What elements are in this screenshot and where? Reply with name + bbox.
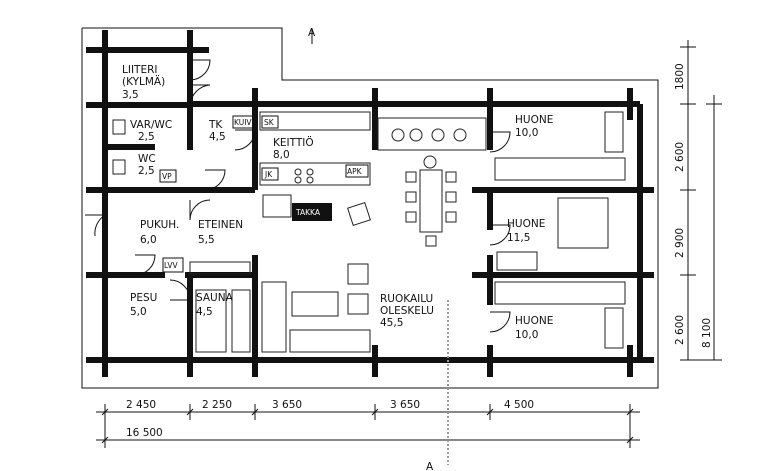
bottom-dimensions: 2 450 2 250 3 650 3 650 4 500 16 500	[96, 399, 640, 448]
room-huone2-area: 11,5	[507, 232, 530, 244]
dim-bottom-1: 2 450	[126, 399, 156, 411]
apk-label: APK	[347, 167, 363, 176]
room-sauna-area: 4,5	[196, 306, 213, 318]
room-pesu-area: 5,0	[130, 306, 147, 318]
right-dimensions: 1800 2 600 2 900 2 600 8 100	[674, 40, 722, 361]
room-liiteri-area: 3,5	[122, 89, 139, 101]
room-liiteri-name: LIITERI	[122, 64, 157, 76]
dim-bottom-total: 16 500	[126, 427, 163, 439]
dim-right-1: 1800	[674, 63, 686, 90]
section-marker-bottom: A	[426, 461, 434, 471]
room-tk-area: 4,5	[209, 131, 226, 143]
room-tk-name: TK	[208, 119, 223, 131]
room-var-wc-name: VAR/WC	[130, 119, 172, 131]
room-var-wc-area: 2,5	[138, 131, 155, 143]
lvv-label: LVV	[164, 261, 178, 270]
doors	[85, 59, 511, 333]
dim-right-total: 8 100	[701, 318, 713, 348]
room-huone2-name: HUONE	[507, 218, 545, 230]
room-pesu-name: PESU	[130, 292, 157, 304]
fixture-labels: KUIV SK JK APK VP LVV TAKKA	[159, 115, 369, 273]
room-liiteri-name2: (KYLMÄ)	[122, 75, 165, 88]
dim-right-3: 2 900	[674, 228, 686, 258]
dim-bottom-5: 4 500	[504, 399, 534, 411]
room-sauna-name: SAUNA	[196, 292, 234, 304]
vp-label: VP	[162, 172, 172, 181]
room-wc-name: WC	[138, 153, 156, 165]
dim-bottom-3: 3 650	[272, 399, 302, 411]
dim-bottom-2: 2 250	[202, 399, 232, 411]
room-ruokailu-name: RUOKAILU	[380, 293, 433, 305]
interior-walls	[105, 102, 640, 360]
jk-label: JK	[264, 170, 273, 179]
room-huone3-area: 10,0	[515, 329, 538, 341]
room-huone1-name: HUONE	[515, 114, 553, 126]
kuiv-label: KUIV	[234, 118, 252, 127]
dim-right-2: 2 600	[674, 142, 686, 172]
room-huone3-name: HUONE	[515, 315, 553, 327]
room-wc-area: 2,5	[138, 165, 155, 177]
room-eteinen-area: 5,5	[198, 234, 215, 246]
room-ruokailu-name2: OLESKELU	[380, 305, 434, 317]
room-ruokailu-area: 45,5	[380, 317, 403, 329]
room-huone1-area: 10,0	[515, 127, 538, 139]
room-eteinen-name: ETEINEN	[198, 219, 243, 231]
dim-bottom-4: 3 650	[390, 399, 420, 411]
room-pukuh-name: PUKUH.	[140, 219, 179, 231]
takka-label: TAKKA	[295, 208, 321, 217]
log-ends	[86, 30, 654, 377]
section-marker-top: A	[308, 27, 316, 39]
roof-outline	[81, 27, 659, 389]
sk-label: SK	[264, 118, 275, 127]
room-labels: LIITERI (KYLMÄ) 3,5 VAR/WC 2,5 TK 4,5 WC…	[122, 64, 553, 341]
room-pukuh-area: 6,0	[140, 234, 157, 246]
dim-right-4: 2 600	[674, 315, 686, 345]
room-keittio-area: 8,0	[273, 149, 290, 161]
room-keittio-name: KEITTIÖ	[273, 136, 314, 149]
